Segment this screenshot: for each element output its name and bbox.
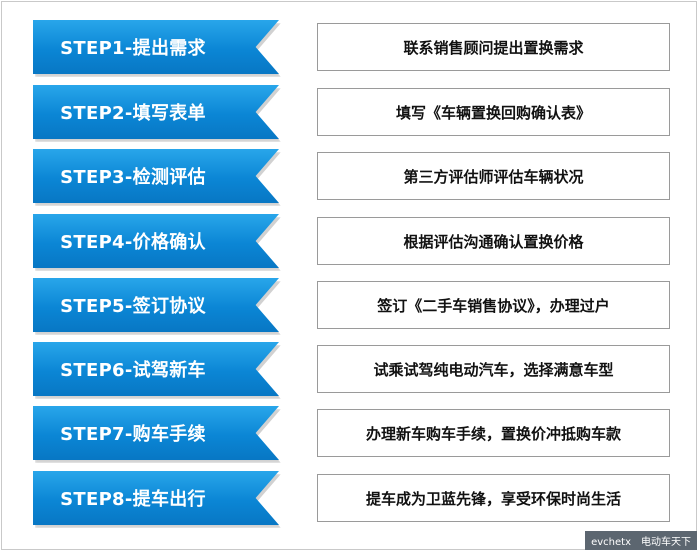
step-row: STEP6-试驾新车 试乘试驾纯电动汽车，选择满意车型 — [0, 342, 700, 399]
step-arrow — [33, 214, 279, 268]
step-row: STEP8-提车出行 提车成为卫蓝先锋，享受环保时尚生活 — [0, 471, 700, 528]
step-label: STEP4-价格确认 — [60, 232, 206, 253]
step-description: 签订《二手车销售协议》，办理过户 — [317, 281, 670, 329]
step-arrow — [33, 471, 279, 525]
step-label: STEP5-签订协议 — [60, 296, 206, 317]
step-row: STEP1-提出需求 联系销售顾问提出置换需求 — [0, 20, 700, 77]
step-arrow — [33, 406, 279, 460]
step-row: STEP2-填写表单 填写《车辆置换回购确认表》 — [0, 85, 700, 142]
step-label: STEP3-检测评估 — [60, 167, 206, 188]
step-description: 试乘试驾纯电动汽车，选择满意车型 — [317, 345, 670, 393]
step-label: STEP1-提出需求 — [60, 38, 206, 59]
step-arrow — [33, 85, 279, 139]
step-label: STEP6-试驾新车 — [60, 360, 206, 381]
step-description: 联系销售顾问提出置换需求 — [317, 23, 670, 71]
step-description: 办理新车购车手续，置换价冲抵购车款 — [317, 409, 670, 457]
step-description: 提车成为卫蓝先锋，享受环保时尚生活 — [317, 474, 670, 522]
step-label: STEP8-提车出行 — [60, 489, 206, 510]
step-label: STEP7-购车手续 — [60, 424, 206, 445]
step-row: STEP7-购车手续 办理新车购车手续，置换价冲抵购车款 — [0, 406, 700, 463]
step-arrow — [33, 342, 279, 396]
step-row: STEP3-检测评估 第三方评估师评估车辆状况 — [0, 149, 700, 206]
watermark: evchetx 电动车天下 — [585, 531, 697, 550]
watermark-name: 电动车天下 — [641, 537, 691, 548]
step-label: STEP2-填写表单 — [60, 103, 206, 124]
watermark-site: evchetx — [591, 537, 631, 548]
step-description: 填写《车辆置换回购确认表》 — [317, 88, 670, 136]
step-arrow — [33, 278, 279, 332]
step-description: 第三方评估师评估车辆状况 — [317, 152, 670, 200]
step-arrow — [33, 149, 279, 203]
step-row: STEP5-签订协议 签订《二手车销售协议》，办理过户 — [0, 278, 700, 335]
step-row: STEP4-价格确认 根据评估沟通确认置换价格 — [0, 214, 700, 271]
step-arrow — [33, 20, 279, 74]
step-description: 根据评估沟通确认置换价格 — [317, 217, 670, 265]
